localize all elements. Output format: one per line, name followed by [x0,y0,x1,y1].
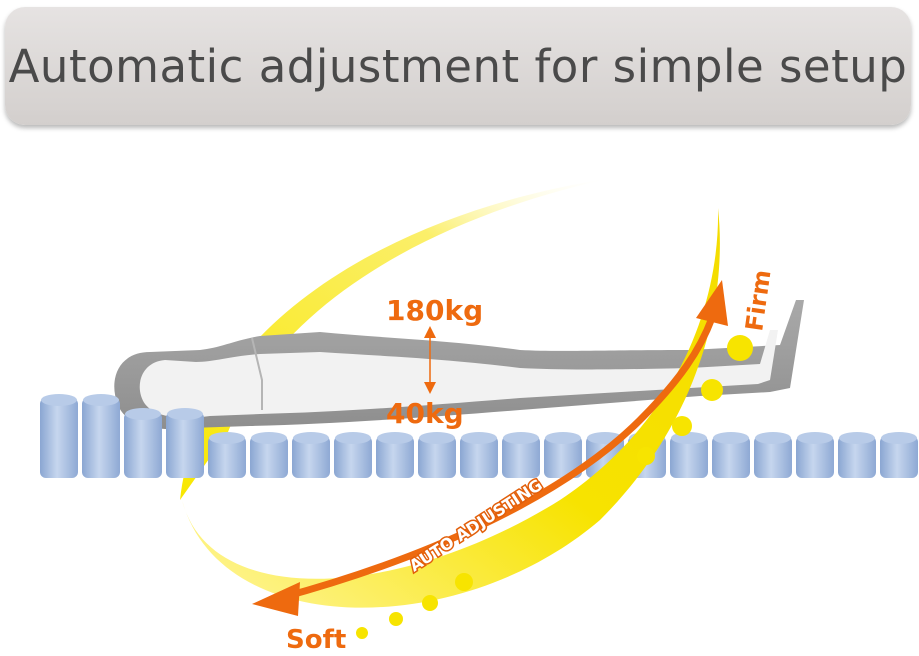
max-weight-label: 180kg [386,294,483,327]
air-cylinder [40,394,78,478]
air-cylinder [250,432,288,478]
weight-range-indicator [424,326,436,394]
air-cylinder [460,432,498,478]
air-cylinder [670,432,708,478]
soft-arrowhead [252,582,300,616]
air-cylinder [838,432,876,478]
firm-arrowhead [696,280,728,326]
air-cylinder [334,432,372,478]
air-cylinder [796,432,834,478]
air-cylinder [418,432,456,478]
air-cylinder [544,432,582,478]
person-silhouette [114,300,804,430]
air-cylinder [754,432,792,478]
air-cylinder [712,432,750,478]
page-title: Automatic adjustment for simple setup [8,39,908,93]
title-banner: Automatic adjustment for simple setup [5,7,911,125]
air-cylinder [166,408,204,478]
air-cylinder [208,432,246,478]
air-cylinder [292,432,330,478]
air-cylinder [880,432,918,478]
air-cylinder [502,432,540,478]
soft-label: Soft [286,625,346,655]
air-cylinder [124,408,162,478]
adjust-arrow [279,316,716,602]
air-cylinder [82,394,120,478]
firm-label: Firm [740,268,776,333]
air-cylinder [376,432,414,478]
air-cylinder-row [40,394,918,478]
min-weight-label: 40kg [386,397,464,430]
softness-dots [356,335,753,639]
front-swoosh [182,208,720,608]
